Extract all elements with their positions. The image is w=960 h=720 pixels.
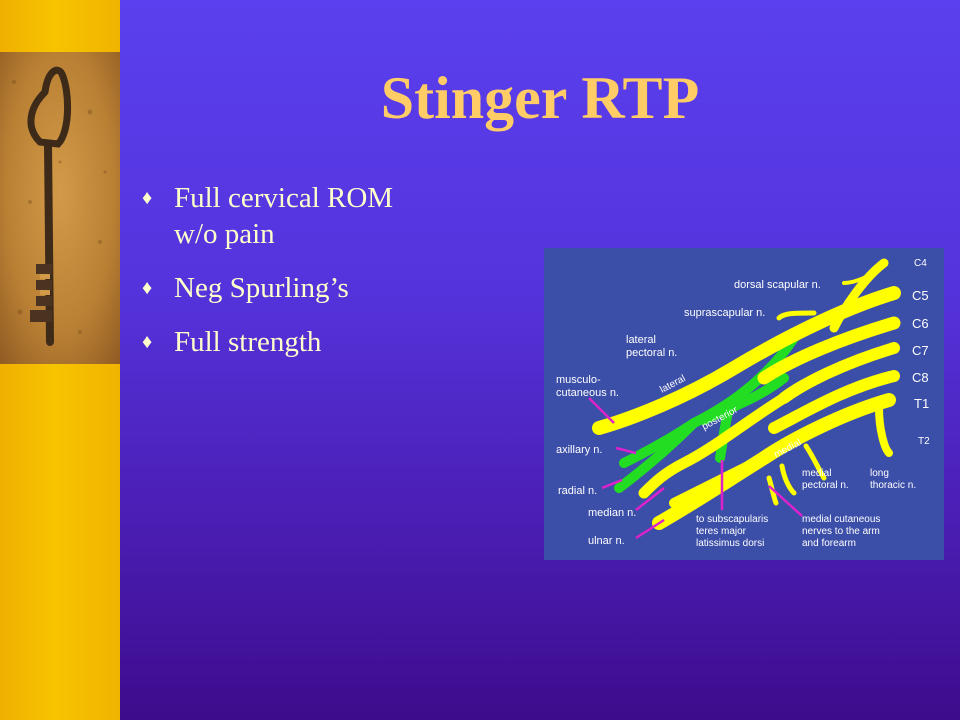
bullet-text: Neg Spurling’s: [174, 272, 349, 304]
nerve-label: dorsal scapular n.: [734, 279, 821, 291]
nerve-label: latissimus dorsi: [696, 538, 764, 549]
bullet-list: ♦ Full cervical ROM w/o pain ♦ Neg Spurl…: [140, 180, 480, 378]
bullet-item: ♦ Neg Spurling’s: [140, 270, 480, 306]
nerve-trunks-shape: [592, 258, 901, 530]
nerve-label: medial cutaneous: [802, 514, 880, 525]
nerve-label: suprascapular n.: [684, 307, 765, 319]
nerve-label: median n.: [588, 507, 636, 519]
pointer-lines-shape: [588, 397, 803, 540]
root-label: C6: [912, 316, 929, 331]
nerve-label: cutaneous n.: [556, 387, 619, 399]
nerve-label: thoracic n.: [870, 480, 916, 491]
root-label: C5: [912, 288, 929, 303]
key-photo: [0, 52, 120, 364]
root-label: T1: [914, 396, 929, 411]
nerve-label: teres major: [696, 526, 747, 537]
nerve-label: pectoral n.: [802, 480, 849, 491]
root-label: T2: [918, 436, 930, 447]
diamond-bullet-icon: ♦: [142, 277, 153, 299]
nerve-label: nerves to the arm: [802, 526, 880, 537]
bullet-text: Full strength: [174, 326, 322, 358]
nerve-label: lateral: [626, 334, 656, 346]
nerve-label: ulnar n.: [588, 535, 625, 547]
nerve-label: and forearm: [802, 538, 856, 549]
diamond-bullet-icon: ♦: [142, 331, 153, 353]
nerve-label: axillary n.: [556, 444, 602, 456]
brachial-plexus-diagram: C4 C5 C6 C7 C8 T1 T2 dorsal scapular n. …: [544, 248, 944, 560]
diamond-bullet-icon: ♦: [142, 187, 153, 209]
root-label: C8: [912, 370, 929, 385]
slide-title: Stinger RTP: [380, 65, 700, 131]
bullet-item: ♦ Full strength: [140, 324, 480, 360]
nerve-label: medial: [802, 468, 831, 479]
nerve-label: radial n.: [558, 485, 597, 497]
root-label: C7: [912, 343, 929, 358]
bullet-item: ♦ Full cervical ROM w/o pain: [140, 180, 480, 252]
nerve-label: to subscapularis: [696, 514, 768, 525]
bullet-text-continued: w/o pain: [174, 218, 275, 250]
nerve-label: long: [870, 468, 889, 479]
root-label: C4: [914, 258, 927, 269]
nerve-label: musculo-: [556, 374, 601, 386]
bullet-text: Full cervical ROM: [174, 182, 394, 214]
nerve-label: pectoral n.: [626, 347, 677, 359]
